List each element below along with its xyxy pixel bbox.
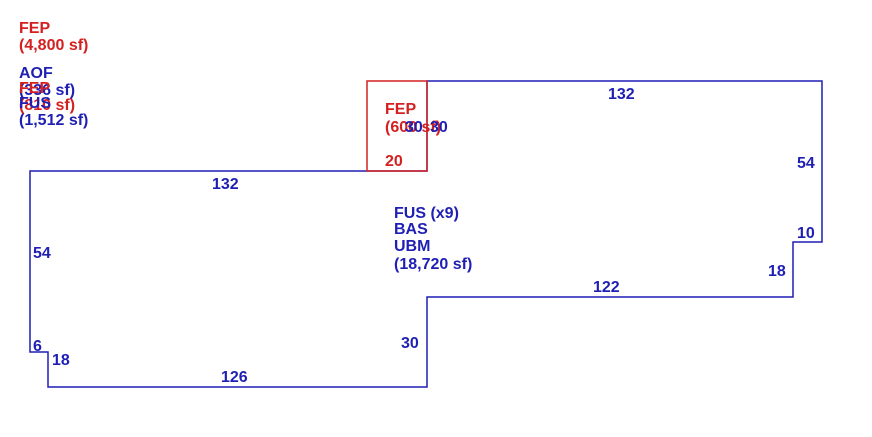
main-building-outline — [29, 80, 823, 388]
small-area-outline — [366, 80, 428, 172]
small-area-size: (600 sf) — [385, 119, 441, 136]
small-area-overlap-dimension: 30 — [405, 119, 423, 136]
legend-3-area: (810 sf) — [19, 97, 75, 114]
legend-4-title: FUS — [19, 95, 51, 112]
dimension-top-right: 132 — [608, 86, 635, 103]
legend-4-area: (1,512 sf) — [19, 112, 88, 129]
legend-1-area: (4,800 sf) — [19, 37, 88, 54]
small-area-height-dimension: 30 — [430, 119, 448, 136]
legend-3-title: FEP — [19, 80, 50, 97]
legend-2-area: (336 sf) — [19, 82, 75, 99]
main-area-label-3: UBM — [394, 238, 430, 255]
small-area-title: FEP — [385, 101, 416, 118]
dimension-center-vertical: 30 — [401, 335, 419, 352]
main-area-label-1: FUS (x9) — [394, 205, 459, 222]
dimension-bottom: 126 — [221, 369, 248, 386]
dimension-left: 54 — [33, 245, 51, 262]
main-area-label-2: BAS — [394, 221, 428, 238]
dimension-right-upper: 54 — [797, 155, 815, 172]
small-area-width-dimension: 20 — [385, 153, 403, 170]
dimension-lower-right: 122 — [593, 279, 620, 296]
legend-1-title: FEP — [19, 20, 50, 37]
legend-2-title: AOF — [19, 65, 53, 82]
dimension-left-step-horizontal: 18 — [52, 352, 70, 369]
dimension-upper-left: 132 — [212, 176, 239, 193]
dimension-right-step: 10 — [797, 225, 815, 242]
dimension-left-step-vertical: 6 — [33, 338, 42, 355]
dimension-step-horizontal: 18 — [768, 263, 786, 280]
main-area-label-4: (18,720 sf) — [394, 256, 472, 273]
